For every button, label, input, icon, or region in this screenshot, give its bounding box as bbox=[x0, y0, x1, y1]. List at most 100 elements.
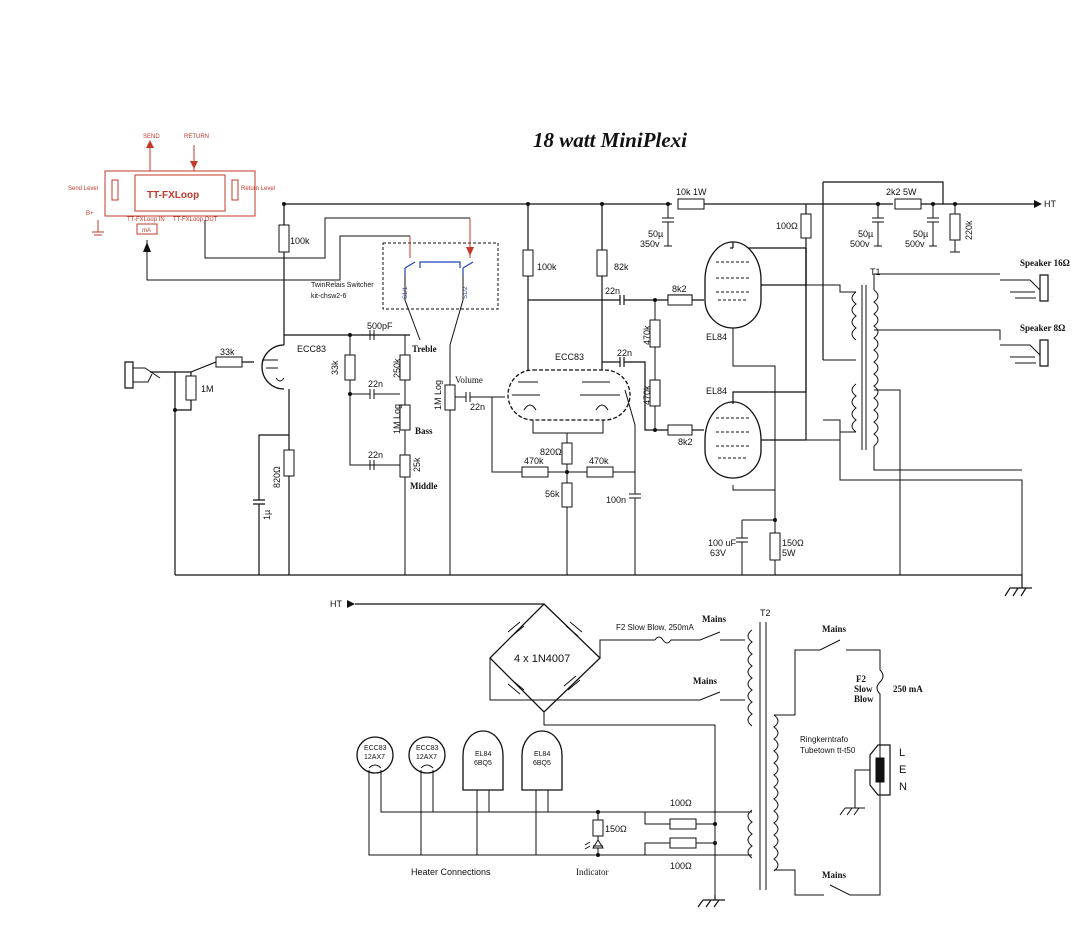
ht-arrow-left-icon bbox=[347, 600, 355, 608]
label-5w: 5W bbox=[782, 548, 796, 558]
label-82k: 82k bbox=[614, 262, 629, 272]
label-1m-log-bass: 1M Log bbox=[392, 404, 402, 434]
label-500pf: 500pF bbox=[367, 321, 393, 331]
label-100-heater-b: 100Ω bbox=[670, 861, 692, 871]
label-f2: F2 bbox=[856, 674, 866, 684]
switcher-k1: S1/1 bbox=[403, 286, 409, 299]
resistor-100-heater-b bbox=[669, 837, 697, 849]
resistor-150-indicator bbox=[592, 819, 604, 837]
output-transformer-t1: T1 bbox=[851, 267, 881, 450]
label-250k: 250k bbox=[392, 358, 402, 378]
label-t1: T1 bbox=[870, 267, 881, 277]
ht-label-ps: HT bbox=[330, 599, 342, 609]
tube-phase-inverter: ECC83 bbox=[507, 352, 631, 421]
mains-transformer-t2: T2 bbox=[747, 608, 779, 890]
label-100k-pi: 100k bbox=[537, 262, 557, 272]
label-22n-mid: 22n bbox=[368, 450, 383, 460]
resistor-2k2-5w bbox=[894, 198, 922, 210]
filter-cap-500v-a: 50µ 500v bbox=[850, 204, 884, 249]
fxloop-in-label: TT-FXLoop IN bbox=[127, 217, 165, 223]
label-treble: Treble bbox=[412, 344, 437, 354]
tube-el84-b: EL84 bbox=[704, 386, 762, 479]
resistor-100k-pi bbox=[522, 249, 534, 277]
filter-cap-500v-b: 50µ 500v bbox=[905, 204, 939, 249]
label-470k-pi-b: 470k bbox=[589, 456, 609, 466]
fxloop-send-level: Send Level bbox=[68, 186, 98, 192]
label-820-pi: 820Ω bbox=[540, 447, 562, 457]
pot-25k-middle bbox=[399, 454, 411, 478]
label-100ohm-screen: 100Ω bbox=[776, 221, 798, 231]
label-iec-n: N bbox=[899, 781, 907, 793]
diagram-title: 18 watt MiniPlexi bbox=[533, 128, 687, 152]
speaker-jack-16: Speaker 16Ω bbox=[1000, 258, 1070, 302]
cap-500v-b-voltage: 500v bbox=[905, 239, 925, 249]
cap-500v-a-value: 50µ bbox=[858, 229, 873, 239]
label-mains-1: Mains bbox=[702, 614, 727, 624]
fxloop-in-arrow-icon bbox=[143, 242, 151, 252]
label-22n-pi-b: 22n bbox=[617, 348, 632, 358]
resistor-100ohm-screen bbox=[800, 213, 812, 239]
label-25k: 25k bbox=[412, 457, 422, 472]
led-arrows-icon bbox=[584, 841, 591, 850]
heater-tube-4: EL84 6BQ5 bbox=[521, 730, 563, 812]
label-f2-blow: Blow bbox=[854, 694, 874, 704]
switcher-title: TwinRelais Switcher bbox=[311, 282, 374, 289]
resistor-100-heater-a bbox=[669, 818, 697, 830]
label-1u: 1µ bbox=[262, 510, 272, 520]
label-220k: 220k bbox=[964, 220, 974, 240]
label-iec-e: E bbox=[899, 764, 906, 776]
cap-350v-voltage: 350v bbox=[640, 239, 660, 249]
return-arrow-icon bbox=[190, 161, 198, 169]
label-iec-l: L bbox=[899, 747, 905, 759]
label-150-5w: 150Ω bbox=[782, 538, 804, 548]
heater-tube-1: ECC83 12AX7 bbox=[356, 736, 394, 790]
label-63v: 63V bbox=[710, 548, 726, 558]
label-100n: 100n bbox=[606, 495, 626, 505]
label-bass: Bass bbox=[415, 426, 433, 436]
label-1m-input: 1M bbox=[201, 384, 214, 394]
resistor-470k-grid-a bbox=[649, 319, 661, 348]
label-indicator: Indicator bbox=[576, 867, 608, 877]
fxloop-send-label: SEND bbox=[143, 134, 160, 140]
switcher-k2: S1/2 bbox=[463, 286, 469, 299]
label-t2: T2 bbox=[760, 608, 771, 618]
resistor-470k-pi-b bbox=[586, 466, 614, 478]
label-tubetown: Tubetown tt-t50 bbox=[800, 746, 856, 755]
label-tube-v1: ECC83 bbox=[297, 344, 326, 354]
switcher-red-arrow-icon bbox=[466, 247, 474, 256]
label-fuse2: F2 Slow Blow, 250mA bbox=[616, 623, 694, 632]
label-heater-1b: 12AX7 bbox=[364, 754, 385, 761]
label-8k2-a: 8k2 bbox=[672, 284, 687, 294]
fxloop-box bbox=[104, 170, 256, 217]
pot-1m-volume bbox=[444, 384, 456, 411]
fxloop-return-level: Return Level bbox=[241, 186, 275, 192]
label-100uf: 100 uF bbox=[708, 538, 737, 548]
label-56k: 56k bbox=[545, 489, 560, 499]
fxloop-return-label: RETURN bbox=[184, 134, 209, 140]
bridge-rectifier: 4 x 1N4007 bbox=[489, 603, 601, 713]
resistor-56k bbox=[561, 482, 573, 508]
heater-tube-2: ECC83 12AX7 bbox=[408, 736, 446, 790]
label-volume: Volume bbox=[455, 375, 483, 385]
label-33k-tone: 33k bbox=[330, 360, 340, 375]
label-100k-v1: 100k bbox=[290, 236, 310, 246]
label-ringkern: Ringkerntrafo bbox=[800, 735, 849, 744]
resistor-150-5w bbox=[769, 532, 781, 561]
label-heater-4a: EL84 bbox=[534, 751, 550, 758]
switcher-box bbox=[382, 242, 499, 310]
label-470k-pi-a: 470k bbox=[524, 456, 544, 466]
label-22n-pi-a: 22n bbox=[605, 286, 620, 296]
label-22n-bass: 22n bbox=[368, 379, 383, 389]
label-33k-input: 33k bbox=[220, 347, 235, 357]
relay-switcher: TwinRelais Switcher kit-chsw2-6 S1/1 S1/… bbox=[311, 218, 499, 346]
label-mains-3: Mains bbox=[822, 624, 847, 634]
resistor-33k-tone bbox=[344, 354, 356, 381]
input-jack bbox=[124, 361, 161, 389]
label-8k2-b: 8k2 bbox=[678, 437, 693, 447]
resistor-8k2-b bbox=[667, 424, 693, 436]
resistor-10k-1w bbox=[677, 198, 705, 210]
return-level-pot bbox=[231, 179, 239, 201]
label-150-ind: 150Ω bbox=[605, 824, 627, 834]
label-10k-1w: 10k 1W bbox=[676, 187, 707, 197]
